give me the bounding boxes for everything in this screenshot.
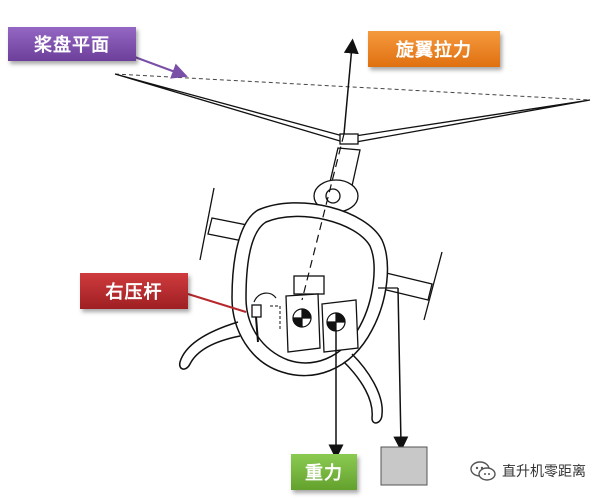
rotor-disk-plane-label: 桨盘平面: [8, 27, 136, 61]
gearbox: [313, 179, 359, 213]
rotor-thrust-label: 旋翼拉力: [368, 31, 500, 67]
rotor-disk-plane-pointer: [131, 55, 188, 79]
center-of-gravity-marker-left: [292, 308, 312, 328]
watermark-text: 直升机零距离: [502, 464, 586, 480]
gravity-label: 重力: [291, 454, 357, 490]
rotor-thrust-vector-dashed: [301, 133, 345, 301]
right-cyclic-label: 右压杆: [80, 273, 188, 309]
weight-support-line: [393, 287, 409, 452]
rotor-blades: [114, 73, 591, 143]
wechat-icon: [470, 461, 496, 481]
center-of-gravity-marker-right: [326, 312, 346, 332]
cyclic-stick: [251, 292, 281, 343]
landing-gear: [178, 321, 383, 424]
rotor-thrust-vector-solid: [343, 38, 359, 135]
rotor-hub: [329, 133, 361, 187]
weight-box: [380, 446, 428, 486]
rotor-disk-plane-line: [114, 73, 591, 101]
watermark: 直升机零距离: [470, 456, 612, 486]
right-cyclic-pointer: [187, 293, 247, 313]
